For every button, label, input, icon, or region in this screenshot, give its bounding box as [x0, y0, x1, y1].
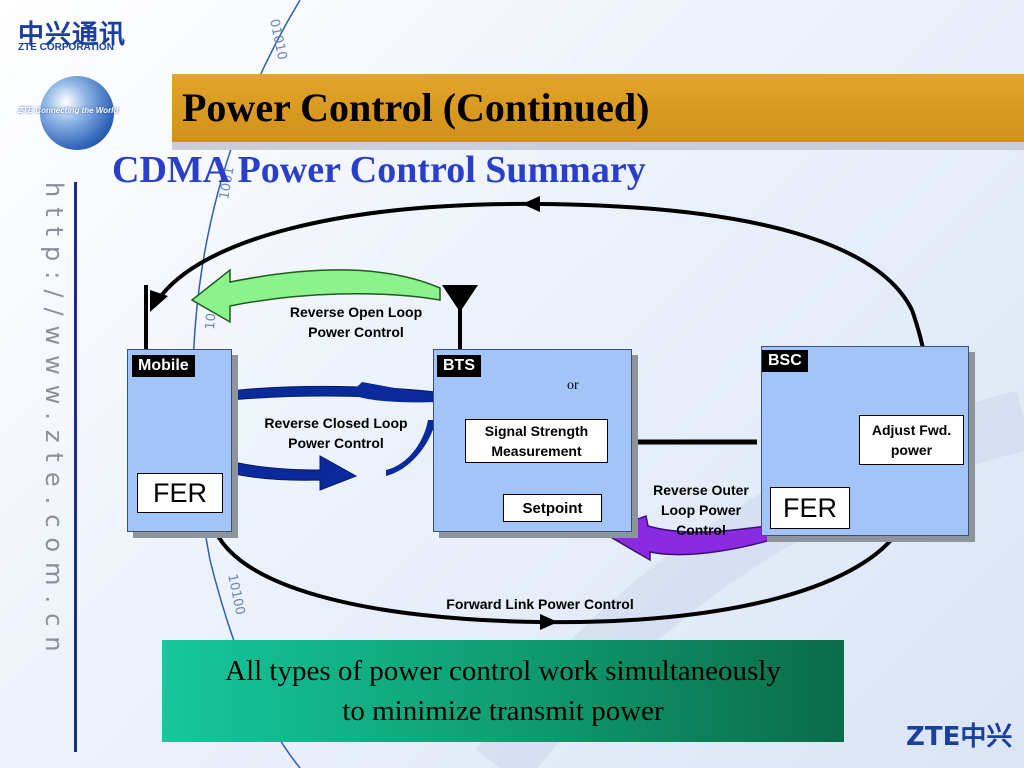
- slide-subtitle: CDMA Power Control Summary: [112, 149, 646, 191]
- reverse-open-loop-arrow: [190, 268, 441, 324]
- bts-antenna-icon: [442, 285, 478, 312]
- zte-logo-chinese: 中兴通讯: [18, 20, 127, 50]
- title-bar: [172, 74, 1024, 142]
- closed-loop-return: [386, 420, 436, 476]
- bottom-arrowhead: [540, 614, 558, 630]
- mobile-arrowhead: [150, 290, 168, 312]
- banner-line-2: to minimize transmit power: [342, 695, 664, 727]
- zte-logo-english: ZTE CORPORATION: [18, 42, 114, 53]
- reverse-open-loop-label: Reverse Open Loop Power Control: [289, 304, 423, 340]
- zte-bottom-logo: ZTE中兴: [906, 722, 1013, 752]
- globe-logo: [40, 76, 114, 150]
- bts-tag: BTS: [437, 355, 481, 377]
- title-bar-shadow: [172, 142, 1024, 150]
- or-label: or: [567, 378, 579, 393]
- adjust-fwd-power-box: Adjust Fwd. power: [859, 415, 964, 465]
- mobile-fer-box: FER: [137, 473, 223, 513]
- closed-loop-head-fill: [350, 382, 440, 403]
- slide-title: Power Control (Continued): [182, 85, 650, 130]
- bsc-tag: BSC: [762, 350, 808, 372]
- summary-banner: All types of power control work simultan…: [162, 640, 844, 742]
- banner-line-1: All types of power control work simultan…: [225, 655, 781, 687]
- vertical-url: http://www.zte.com.cn: [40, 182, 68, 662]
- setpoint-box: Setpoint: [503, 494, 602, 522]
- left-divider: [74, 182, 77, 752]
- signal-strength-box: Signal Strength Measurement: [465, 419, 608, 463]
- reverse-outer-loop-label: Reverse Outer Loop Power Control: [653, 482, 749, 538]
- reverse-closed-loop-label: Reverse Closed Loop Power Control: [264, 415, 408, 451]
- forward-link-label: Forward Link Power Control: [446, 596, 634, 612]
- decor-binary-mid: 1001: [217, 165, 238, 200]
- reverse-closed-loop-arrow: [176, 385, 437, 491]
- decor-binary-lower: 10: [203, 313, 219, 331]
- bsc-fer-box: FER: [770, 487, 850, 529]
- top-arrowhead: [522, 196, 540, 212]
- mobile-tag: Mobile: [132, 355, 195, 377]
- globe-tagline: ZTE Connecting the World: [18, 106, 119, 115]
